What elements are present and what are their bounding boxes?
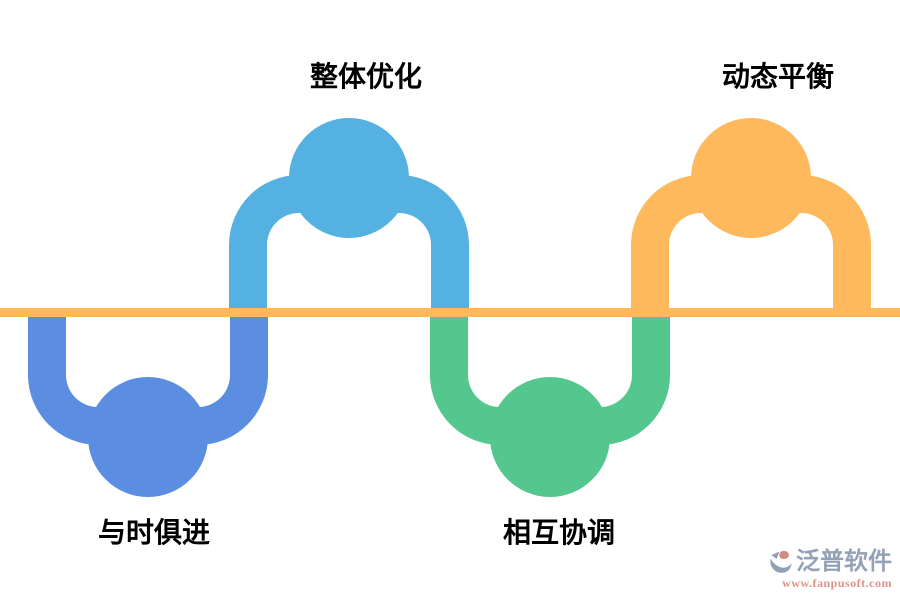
fanpu-logo-icon	[768, 549, 794, 575]
brand-name: 泛普软件	[796, 548, 892, 575]
brand-url: www.fanpusoft.com	[782, 576, 892, 590]
node-circle-crest-1	[289, 118, 409, 238]
node-circle-crest-2	[691, 118, 811, 238]
node-circle-dip-2	[490, 377, 610, 497]
label-crest-2: 动态平衡	[721, 61, 834, 92]
label-crest-1: 整体优化	[309, 61, 422, 92]
label-dip-1: 与时俱进	[97, 517, 210, 548]
node-circle-dip-1	[88, 377, 208, 497]
wave-baseline	[0, 308, 900, 317]
label-dip-2: 相互协调	[502, 517, 615, 548]
brand-watermark: 泛普软件 www.fanpusoft.com	[762, 549, 892, 591]
